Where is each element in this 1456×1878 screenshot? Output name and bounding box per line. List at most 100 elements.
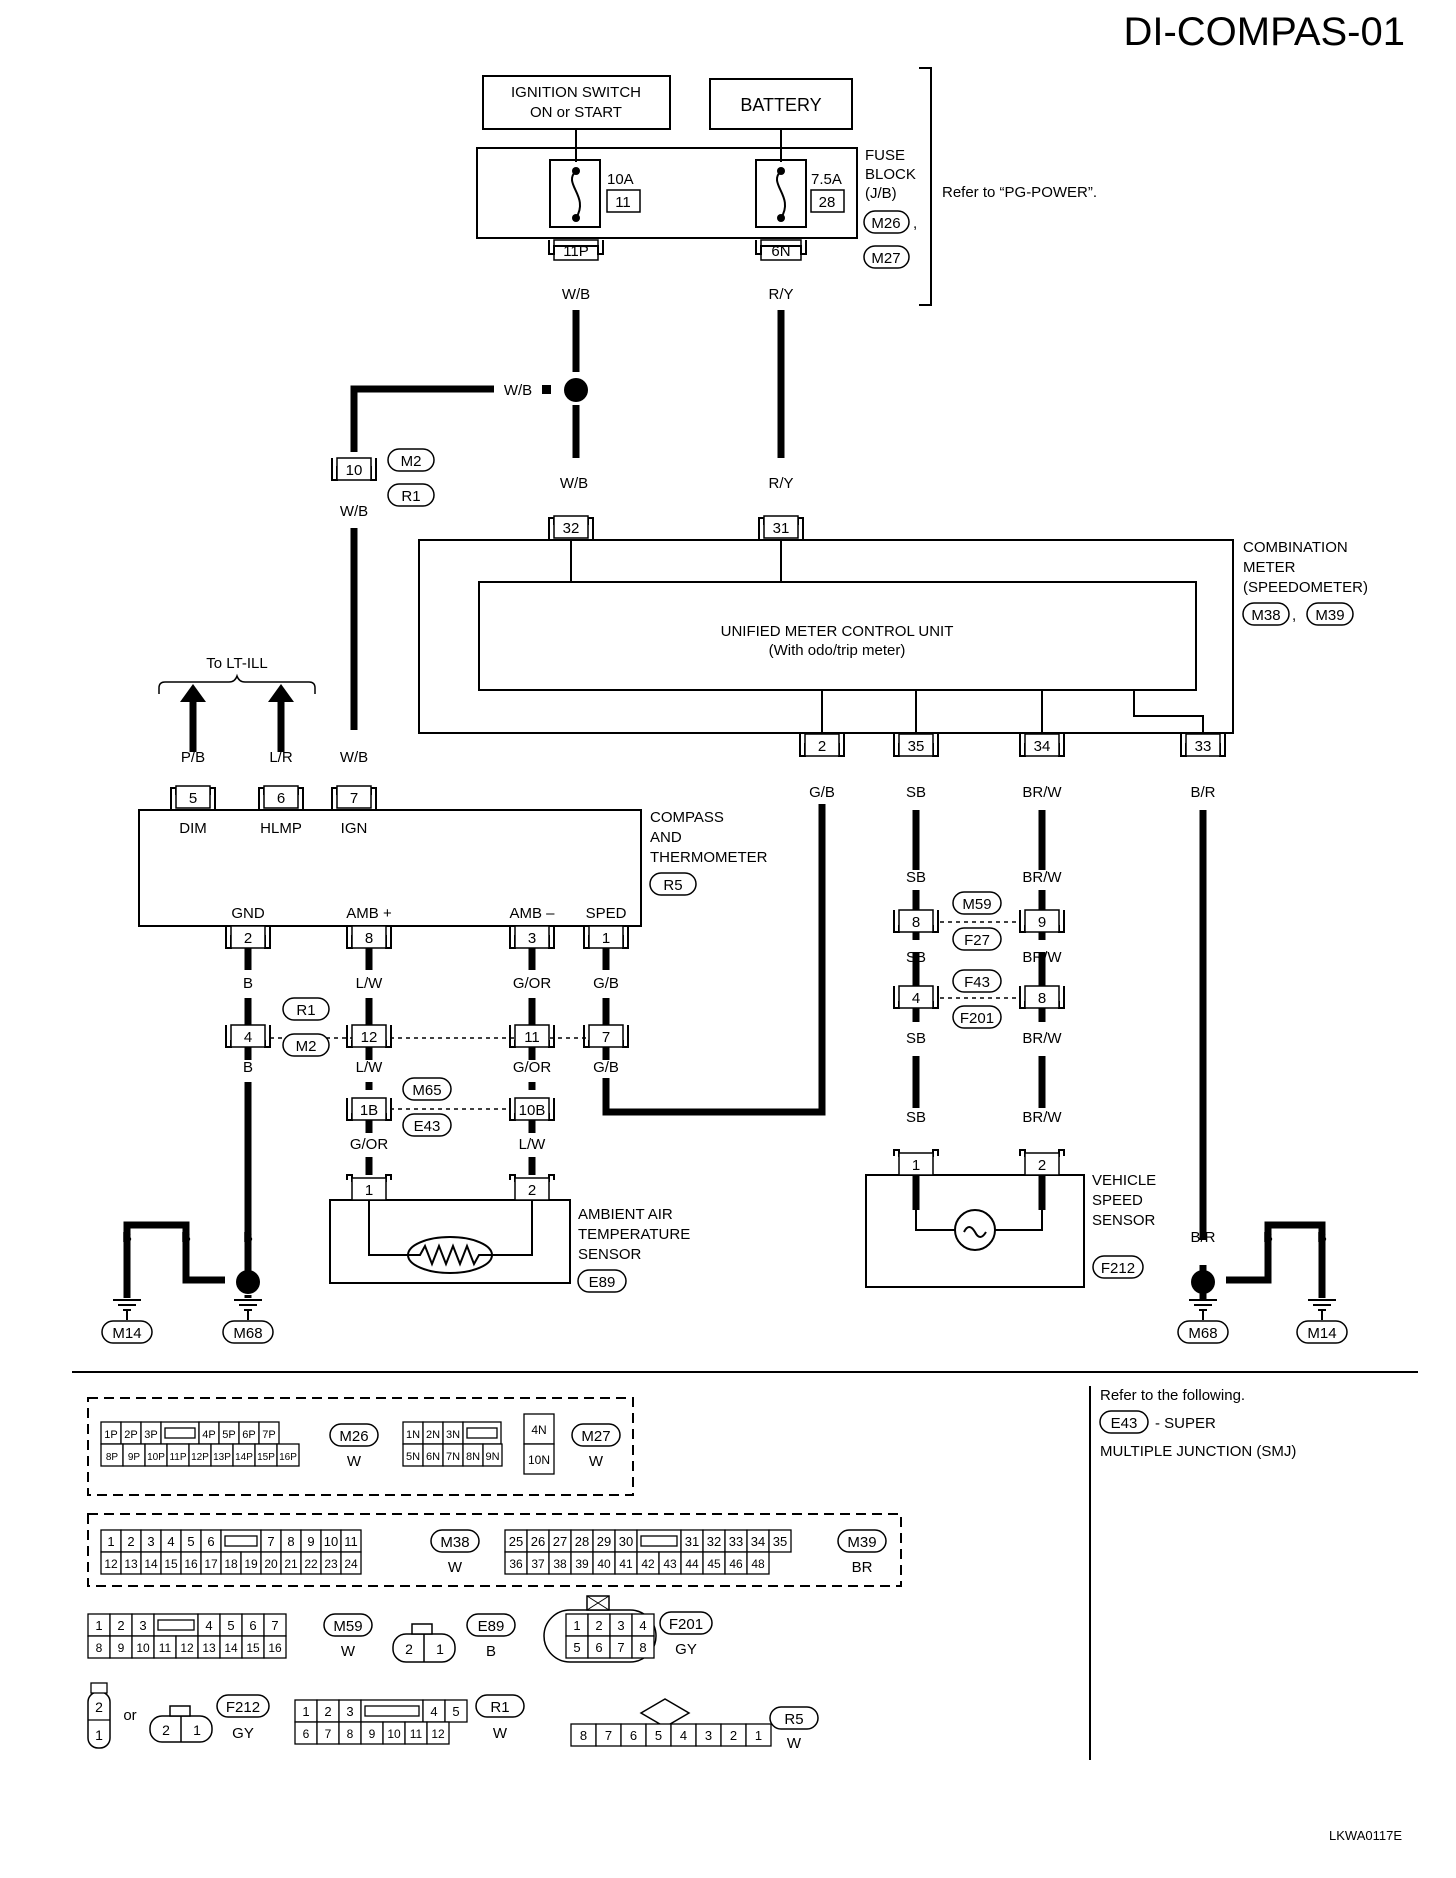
fuse-block-label-3: (J/B) [865,185,897,202]
wire-br-meter: B/R [1190,784,1215,801]
r1-pin-12: 12 [361,1029,378,1046]
ground-icon [1189,1299,1336,1320]
joint-r1-m2: 4 12 11 7 R1 M2 [225,997,629,1057]
wire-gor-1: G/OR [513,975,552,992]
compass-dim: DIM [179,820,207,837]
m65-pin-10b: 10B [519,1102,546,1119]
ignition-switch-label: IGNITION SWITCH [511,84,641,101]
conn-m39-color: BR [852,1559,873,1576]
m38-pin-10: 10 [324,1534,338,1549]
m27-pin-2N: 2N [426,1429,440,1441]
compass-hlmp: HLMP [260,820,302,837]
m39-pin-38: 38 [553,1557,567,1571]
smj-note-line1: Refer to the following. [1100,1387,1245,1404]
combo-meter-comma: , [1292,607,1296,624]
m38-pin-24: 24 [344,1557,358,1571]
diagram-title: DI-COMPAS-01 [1123,10,1405,54]
r1-pin-3: 3 [346,1704,353,1719]
m59-pin-16: 16 [268,1641,282,1655]
wire-brw-4: BR/W [1022,1030,1062,1047]
m38-pin-15: 15 [164,1557,178,1571]
m26-pin-8P: 8P [106,1452,119,1463]
conn-m26-id: M26 [339,1428,368,1445]
meter-pin-34: 34 [1034,738,1051,755]
fuse-2-number: 28 [819,194,836,211]
m39-pin-34: 34 [751,1534,765,1549]
m38-pin-14: 14 [144,1557,158,1571]
m59-pin-14: 14 [224,1641,238,1655]
r5-pin-6: 6 [630,1728,637,1743]
m39-pin-28: 28 [575,1534,589,1549]
m39-pin-46: 46 [729,1557,743,1571]
fuse-block-comma: , [913,215,917,232]
wire-wb-2: W/B [504,382,532,399]
m38-pin-19: 19 [244,1557,258,1571]
joint-conn-r1: R1 [401,488,420,505]
fuse-1-amp: 10A [607,171,634,188]
joint-m65-e43: 1B 10B M65 E43 [346,1077,555,1137]
wire-b-2: B [243,1059,253,1076]
splice-wb [564,378,588,402]
m39-pin-48: 48 [751,1557,765,1571]
ignition-switch-state: ON or START [530,104,622,121]
wire-wb-4: W/B [340,503,368,520]
conn-m39-id: M39 [847,1534,876,1551]
m38-pin-18: 18 [224,1557,238,1571]
m27-pin-5N: 5N [406,1451,420,1463]
r1-pin-11: 11 [524,1029,540,1046]
m26-pin-9P: 9P [128,1452,141,1463]
m39-pin-36: 36 [509,1557,523,1571]
battery: BATTERY [709,78,853,130]
ground-icon [113,1299,262,1320]
splice-ground-right [1191,1270,1215,1294]
ac-generator-icon [954,1209,996,1251]
m59-pin-8: 8 [96,1641,103,1655]
m26-pin-5P: 5P [222,1429,235,1441]
ambient-label-3: SENSOR [578,1246,642,1263]
m59-pin-4: 4 [205,1618,212,1633]
battery-label: BATTERY [740,95,821,115]
r1-pin-1: 1 [302,1704,309,1719]
fuse-block-conn-1: M26 [871,215,900,232]
wire-brw-2: BR/W [1022,869,1062,886]
conn-m59-color: W [341,1643,356,1660]
wire-gb-meter: G/B [809,784,835,801]
wire-wb-5: W/B [340,749,368,766]
m38-pin-4: 4 [167,1534,174,1549]
compass-pin-1: 1 [602,930,610,947]
r5-pin-1: 1 [755,1728,762,1743]
smj-note-conn: E43 [1111,1415,1138,1432]
m39-pin-40: 40 [597,1557,611,1571]
ground-m68-left: M68 [233,1325,262,1342]
m38-pin-3: 3 [147,1534,154,1549]
compass-amb-plus: AMB + [346,905,392,922]
wire-sb-2: SB [906,869,926,886]
r5-pin-5: 5 [655,1728,662,1743]
m26-pin-11P: 11P [169,1452,186,1463]
joint-m59-label: M59 [962,896,991,913]
wire-br-g: B/R [1190,1229,1215,1246]
smj-note-line3: MULTIPLE JUNCTION (SMJ) [1100,1443,1296,1460]
r5-pin-3: 3 [705,1728,712,1743]
f201-pin-2: 2 [595,1618,602,1633]
wire-b-g5: B [1317,1229,1327,1246]
conn-r5-color: W [787,1735,802,1752]
ambient-air-temp-sensor: 1 2 AMBIENT AIR TEMPERATURE SENSOR E89 [329,1174,690,1293]
m39-pin-41: 41 [619,1557,633,1571]
f212-v-pin-2: 2 [95,1699,103,1715]
compass-amb-minus: AMB – [509,905,555,922]
unified-meter-sublabel: (With odo/trip meter) [769,642,906,659]
m59-pin-12: 12 [180,1641,194,1655]
e89-pin-2: 2 [405,1641,413,1657]
f212-h-pin-2: 2 [162,1722,170,1738]
conn-r1-id: R1 [490,1699,509,1716]
m38-pin-21: 21 [284,1557,298,1571]
conn-f212-color: GY [232,1725,254,1742]
compass-gnd: GND [231,905,265,922]
f201-pin-7: 7 [617,1640,624,1655]
compass-label-1: COMPASS [650,809,724,826]
fuse-block-label-2: BLOCK [865,166,916,183]
m26-pin-4P: 4P [202,1429,215,1441]
